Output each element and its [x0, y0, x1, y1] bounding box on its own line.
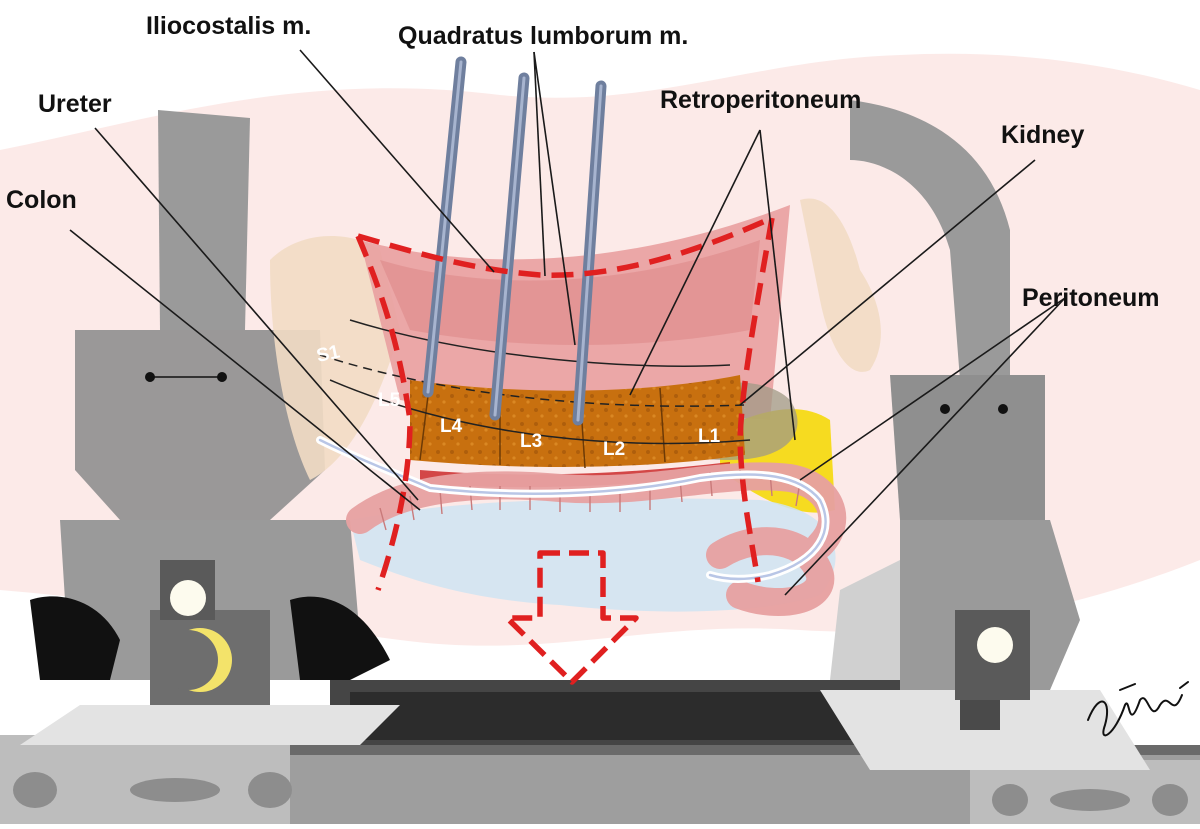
- vertebra-l4-label: L4: [440, 416, 463, 437]
- left-support-frame: [30, 110, 390, 705]
- vertebra-s1-label: S1: [315, 341, 343, 366]
- vertebra-l3-label: L3: [520, 431, 542, 452]
- vertebra-l5-label: L5: [378, 390, 401, 411]
- label-iliocostalis: Iliocostalis m.: [146, 12, 311, 40]
- vertebra-l1-label: L1: [698, 426, 721, 447]
- artist-signature: [1087, 681, 1189, 737]
- displacement-arrow: [504, 550, 639, 685]
- vertebra-l2-label: L2: [603, 439, 625, 460]
- label-kidney: Kidney: [1001, 121, 1084, 149]
- pelvis-bone: [270, 236, 400, 480]
- retractor-blades[interactable]: [422, 56, 607, 426]
- label-peritoneum: Peritoneum: [1022, 284, 1160, 312]
- label-ureter: Ureter: [38, 90, 112, 118]
- label-quadratus-lumborum: Quadratus lumborum m.: [398, 22, 688, 50]
- label-retroperitoneum: Retroperitoneum: [660, 86, 861, 114]
- peritoneal-sac: [350, 498, 836, 612]
- rib-bone: [800, 198, 881, 372]
- right-support-frame: [830, 100, 1080, 730]
- muscle-layer-light: [380, 240, 760, 345]
- surgical-access-outline: [357, 215, 774, 278]
- leader-lines: [69, 49, 1066, 596]
- label-colon: Colon: [6, 186, 77, 214]
